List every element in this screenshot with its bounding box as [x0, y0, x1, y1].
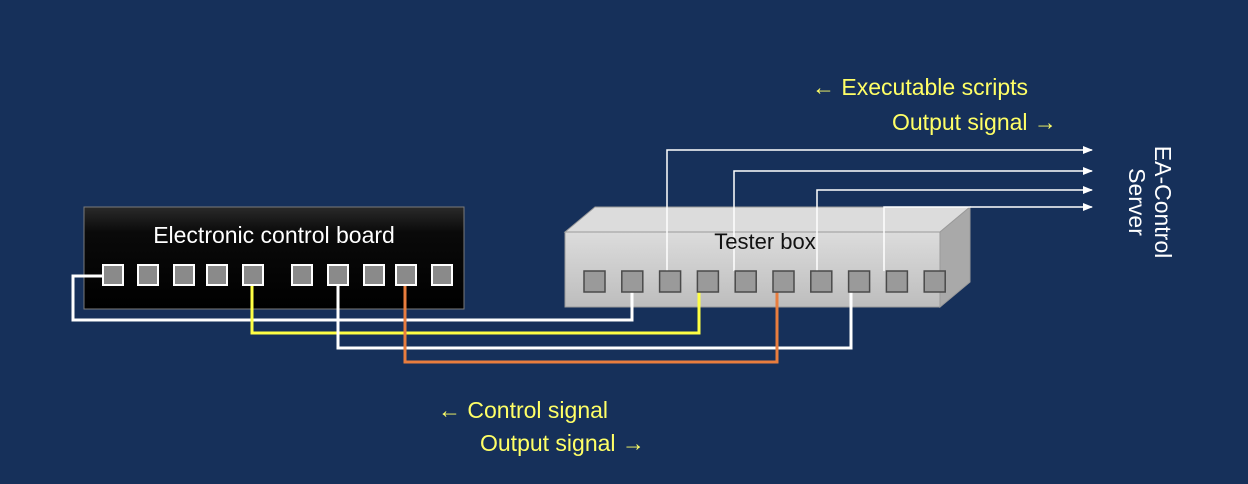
board-port-6: [291, 264, 313, 286]
tester-port-8: [847, 270, 871, 293]
server-line-2: [733, 167, 1093, 271]
tester-port-6: [772, 270, 795, 293]
top-output-signal-label: Output signal →: [892, 109, 1057, 135]
board-port-9: [395, 264, 417, 286]
tester-box-front: [564, 231, 941, 308]
electronic-control-board: [83, 206, 465, 310]
tester-port-5: [734, 270, 757, 293]
tester-port-7: [810, 270, 833, 293]
executable-scripts-label: ← Executable scripts: [812, 74, 1029, 100]
server-label-line1: EA-Control: [1150, 145, 1176, 259]
tester-port-3: [658, 270, 682, 293]
wire-white-1: [71, 274, 634, 322]
bottom-output-signal-label: Output signal →: [480, 430, 645, 456]
board-port-5: [242, 264, 264, 286]
wire-white-2: [336, 282, 853, 350]
board-port-8: [363, 264, 385, 286]
board-port-7: [327, 264, 349, 286]
board-label: Electronic control board: [153, 222, 395, 248]
board-port-4: [206, 264, 228, 286]
wire-yellow: [250, 282, 701, 335]
tester-port-10: [923, 270, 946, 293]
tester-ports: [583, 270, 946, 293]
ea-control-server-label: EA-Control Server: [1124, 146, 1176, 258]
board-port-10: [431, 264, 453, 286]
server-line-4: [883, 203, 1093, 271]
board-port-3: [173, 264, 195, 286]
control-signal-label: ← Control signal: [438, 397, 609, 423]
server-line-3: [816, 186, 1093, 271]
tester-port-2: [621, 270, 644, 293]
board-port-2: [137, 264, 159, 286]
wire-orange: [403, 282, 779, 364]
tester-port-4: [696, 270, 720, 293]
tester-port-1: [583, 270, 606, 293]
tester-label: Tester box: [714, 229, 816, 254]
board-ports: [102, 264, 453, 286]
board-port-1: [102, 264, 124, 286]
tester-port-9: [885, 270, 909, 293]
server-label-line2: Server: [1124, 168, 1150, 236]
server-line-1: [666, 146, 1093, 271]
